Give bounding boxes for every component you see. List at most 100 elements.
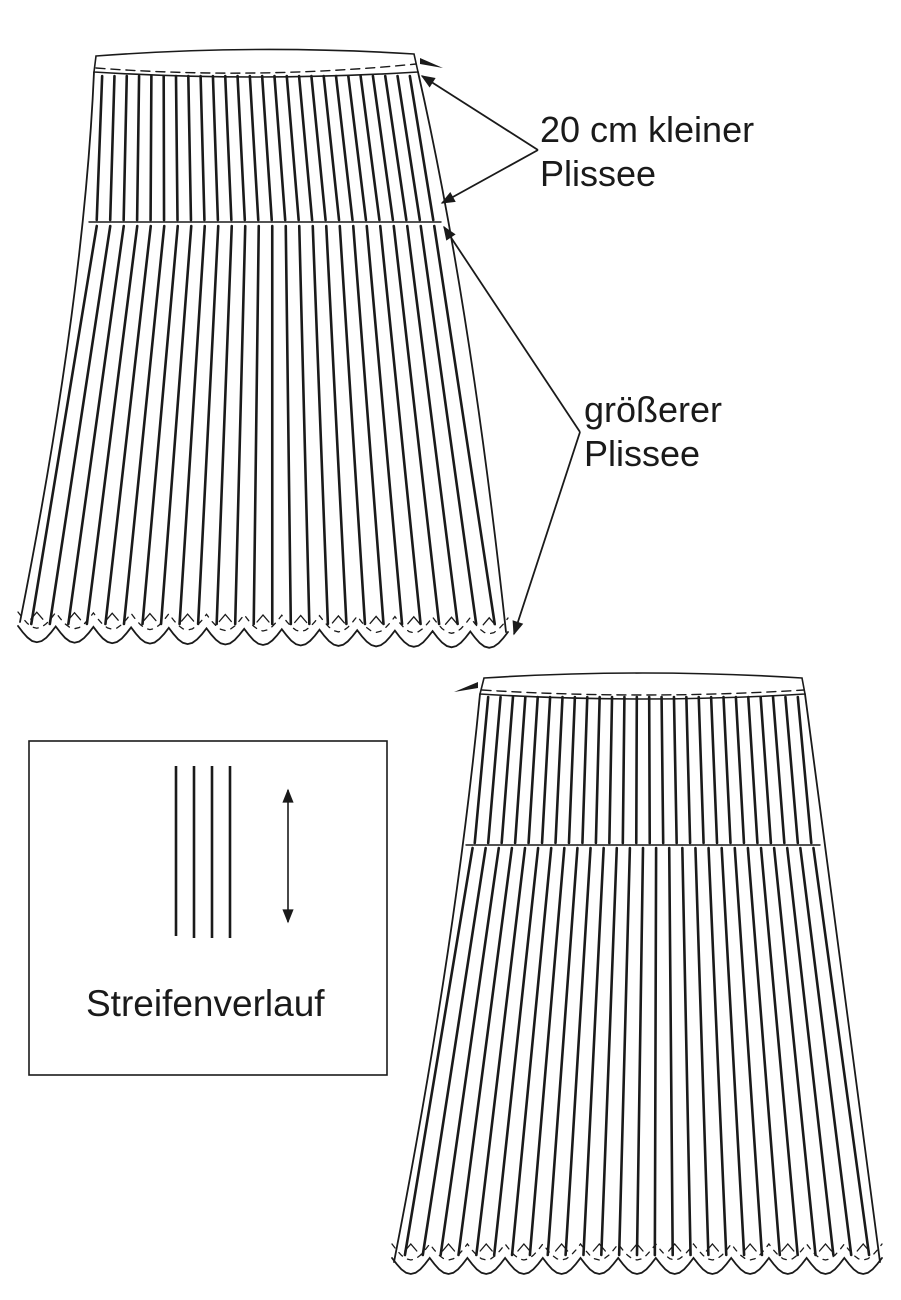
- hem-tick: [781, 1243, 795, 1252]
- arrow-small-pleat-top: [420, 75, 539, 151]
- small-pleat-line: [554, 695, 564, 845]
- hem-tick: [818, 1243, 833, 1252]
- large-pleat-line: [196, 224, 220, 626]
- skirt1-left-side: [19, 71, 95, 623]
- small-pleat-line: [260, 74, 274, 222]
- large-pleat-line: [785, 846, 835, 1257]
- small-pleat-line: [796, 695, 813, 845]
- small-pleat-line: [647, 695, 652, 845]
- large-pleat-line: [421, 846, 487, 1257]
- large-pleat-line: [635, 846, 645, 1257]
- small-pleat-line: [359, 74, 381, 222]
- small-pleat-line: [273, 74, 287, 222]
- hem-tick: [67, 611, 82, 621]
- small-pleat-line: [634, 695, 639, 845]
- skirt1-waist-stitch: [95, 63, 417, 74]
- large-pleat-line: [667, 846, 675, 1257]
- large-pleat-line: [419, 224, 478, 626]
- label-larger-pleat: größerer Plissee: [584, 388, 722, 476]
- large-pleat-line: [104, 224, 153, 626]
- hem-tick: [630, 1243, 644, 1252]
- small-pleat-line: [500, 695, 515, 845]
- small-pleat-line: [108, 74, 116, 222]
- large-pleat-line: [720, 846, 746, 1257]
- large-pleat-line: [233, 224, 247, 626]
- small-pleat-line: [408, 74, 435, 222]
- large-pleat-line: [510, 846, 553, 1257]
- skirt2-waistband: [478, 672, 806, 700]
- small-pleat-line: [513, 695, 527, 845]
- small-pleat-line: [236, 74, 247, 222]
- large-pleat-line: [392, 224, 441, 626]
- small-pleat-line: [540, 695, 552, 845]
- skirt2-hem-stitch: [391, 1242, 883, 1261]
- small-pleat-line: [396, 74, 422, 222]
- small-pleat-line: [135, 74, 141, 222]
- large-pleat-line: [759, 846, 799, 1257]
- small-pleat-line: [685, 695, 692, 845]
- hem-tick: [668, 1243, 682, 1252]
- small-pleat-line: [187, 74, 193, 222]
- hem-tick: [554, 1243, 569, 1252]
- hem-tick: [180, 613, 195, 622]
- small-pleat-line: [473, 695, 490, 845]
- large-pleat-line: [85, 224, 139, 626]
- skirt1-right-side: [417, 71, 507, 633]
- small-pleat-line: [621, 695, 626, 845]
- small-pleat-line: [248, 74, 260, 222]
- small-pleat-line: [527, 695, 540, 845]
- hem-tick: [105, 612, 119, 621]
- small-pleat-line: [371, 74, 395, 222]
- small-pleat-line: [285, 74, 300, 222]
- large-pleat-line: [215, 224, 234, 626]
- hem-tick: [705, 1243, 720, 1252]
- large-pleat-line: [141, 224, 180, 626]
- skirt1-small-pleats: [95, 74, 435, 222]
- hem-tick: [331, 614, 346, 624]
- large-pleat-line: [772, 846, 817, 1257]
- label-larger-pleat-line2: Plissee: [584, 433, 701, 474]
- small-pleat-line: [660, 695, 665, 845]
- arrow-small-pleat-bottom: [440, 149, 539, 204]
- skirt1-hem-stitch: [17, 611, 509, 635]
- small-pleat-line: [581, 695, 589, 845]
- large-pleat-line: [653, 846, 658, 1257]
- large-pleat-line: [122, 224, 166, 626]
- small-pleat-line: [672, 695, 678, 845]
- skirt1-hem-ticks: [30, 611, 496, 626]
- hem-tick: [30, 611, 44, 620]
- large-pleat-line: [311, 224, 330, 626]
- small-pleat-line: [149, 74, 153, 222]
- large-pleat-line: [733, 846, 764, 1257]
- large-pleat-line: [159, 224, 193, 626]
- large-pleat-line: [403, 846, 474, 1257]
- hem-tick: [479, 1243, 493, 1252]
- hem-tick: [517, 1243, 531, 1252]
- large-pleat-line: [812, 846, 871, 1257]
- large-pleat-line: [297, 224, 311, 626]
- large-pleat-line: [475, 846, 527, 1257]
- skirt-top-left: [17, 48, 509, 649]
- small-pleat-line: [211, 74, 220, 222]
- large-pleat-line: [457, 846, 514, 1257]
- skirt2-hem: [391, 1256, 883, 1275]
- legend-frame: [28, 740, 388, 1076]
- large-pleat-line: [284, 224, 293, 626]
- large-pleat-line: [617, 846, 632, 1257]
- skirt2-waist-marker: [454, 682, 478, 692]
- hem-tick: [143, 612, 157, 622]
- hem-tick: [592, 1243, 606, 1252]
- skirt1-waistband: [93, 48, 419, 78]
- large-pleat-line: [599, 846, 619, 1257]
- large-pleat-line: [432, 224, 497, 626]
- hem-tick: [856, 1243, 870, 1252]
- large-pleat-line: [799, 846, 853, 1257]
- small-pleat-line: [746, 695, 759, 845]
- skirt-bottom-right: [391, 672, 883, 1275]
- small-pleat-line: [122, 74, 129, 222]
- stripe-direction-legend: [28, 740, 388, 1076]
- small-pleat-line: [383, 74, 408, 222]
- label-smaller-pleat-line2: Plissee: [540, 153, 657, 194]
- large-pleat-line: [681, 846, 692, 1257]
